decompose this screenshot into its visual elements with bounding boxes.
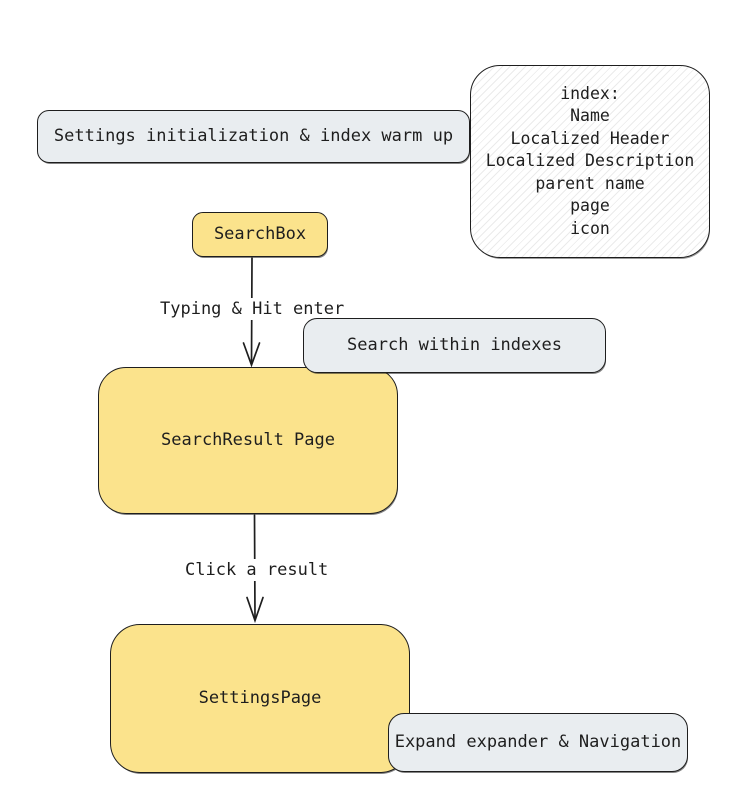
edge-label-click-result: Click a result <box>181 559 333 581</box>
node-searchbox: SearchBox <box>192 212 328 257</box>
index-fields-line: Name <box>570 106 610 126</box>
node-search-within-indexes: Search within indexes <box>303 318 606 373</box>
index-fields-line: parent name <box>535 173 645 193</box>
index-fields-line: index: <box>560 83 620 103</box>
index-fields-line: Localized Description <box>485 151 695 171</box>
node-settingspage-label: SettingsPage <box>198 687 322 708</box>
node-index-fields: index: Name Localized Header Localized D… <box>470 65 710 258</box>
node-settings-initialization-label: Settings initialization & index warm up <box>53 125 454 146</box>
node-searchbox-label: SearchBox <box>213 223 307 244</box>
index-fields-line: icon <box>570 218 610 238</box>
edge-label-typing: Typing & Hit enter <box>156 298 349 320</box>
index-fields-line: Localized Header <box>510 128 670 148</box>
node-expand-navigation-label: Expand expander & Navigation <box>394 731 682 752</box>
node-search-within-indexes-label: Search within indexes <box>347 334 562 355</box>
node-searchresult-page-label: SearchResult Page <box>161 429 335 450</box>
node-expand-navigation: Expand expander & Navigation <box>388 713 688 772</box>
node-settings-initialization: Settings initialization & index warm up <box>37 110 470 163</box>
node-searchresult-page: SearchResult Page <box>98 367 398 514</box>
node-settingspage: SettingsPage <box>110 624 410 773</box>
index-fields-line: page <box>570 196 610 216</box>
